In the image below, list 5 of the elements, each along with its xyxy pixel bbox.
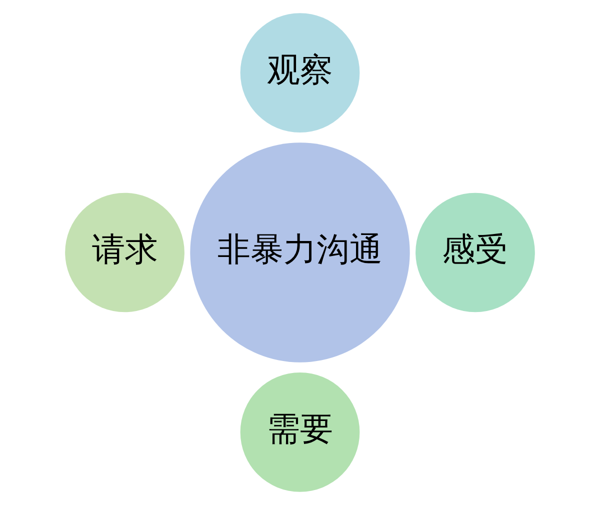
node-circle: 需要 xyxy=(240,372,360,492)
node-circle: 感受 xyxy=(416,192,535,312)
node-circle: 请求 xyxy=(65,192,184,312)
node-circle: 观察 xyxy=(240,13,360,132)
node-circle: 非暴力沟通 xyxy=(190,142,410,362)
